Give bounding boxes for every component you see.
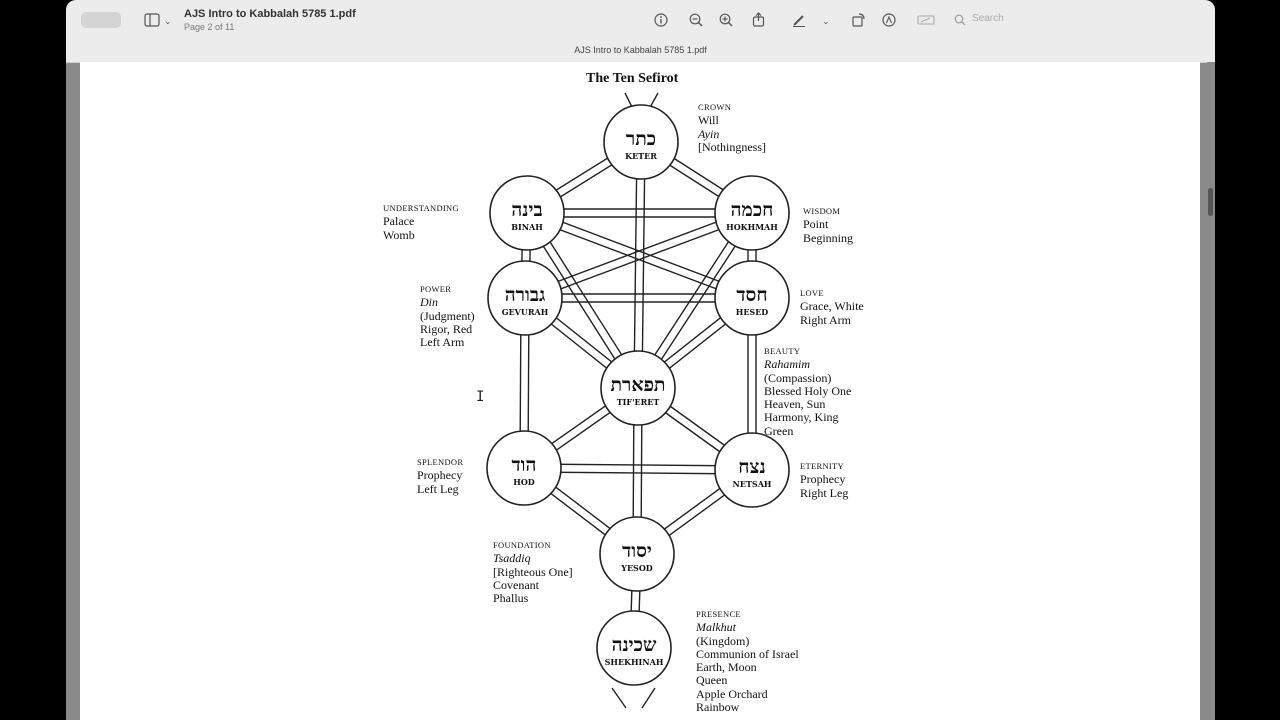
form-fill-icon[interactable]: [917, 14, 935, 26]
tree-path-line: [526, 216, 754, 303]
splendor-label: SPLENDOR Prophecy Left Leg: [417, 457, 464, 496]
sefirah-name: HOD: [513, 477, 535, 487]
sefirah-hebrew: יסוד: [622, 540, 652, 562]
eternity-label: ETERNITY Prophecy Right Leg: [800, 461, 849, 500]
tree-path-line: [524, 463, 753, 467]
scrollbar-thumb[interactable]: [1208, 188, 1213, 216]
scrollbar-track[interactable]: [1207, 62, 1215, 720]
share-icon[interactable]: [752, 12, 765, 27]
sefirah-hebrew: הוד: [512, 454, 537, 476]
sefirah-hebrew: שכינה: [612, 634, 657, 656]
page-indicator: Page 2 of 11: [184, 22, 235, 32]
zoom-in-icon[interactable]: [719, 13, 733, 27]
toolbar: ⌄ AJS Intro to Kabbalah 5785 1.pdf Page …: [66, 0, 1215, 40]
window-controls-button[interactable]: [81, 12, 121, 28]
tree-path-line: [641, 142, 646, 389]
zoom-out-icon[interactable]: [689, 13, 703, 27]
sefirah-name: SHEKHINAH: [605, 657, 664, 667]
search-input[interactable]: Search: [972, 13, 1004, 24]
document-subtitle: AJS Intro to Kabbalah 5785 1.pdf: [574, 45, 707, 55]
crown-label: CROWN Will Ayin [Nothingness]: [698, 102, 766, 154]
tree-path-line: [523, 471, 752, 475]
sidebar-toggle-icon[interactable]: [144, 13, 160, 27]
tree-path-line: [523, 208, 751, 295]
sefirah-hebrew: בינה: [511, 199, 542, 221]
search-icon[interactable]: [954, 14, 968, 26]
document-title: AJS Intro to Kabbalah 5785 1.pdf: [184, 8, 356, 20]
love-label: LOVE Grace, White Right Arm: [800, 288, 864, 327]
tree-path-line: [611, 687, 627, 709]
diagram-title: The Ten Sefirot: [586, 71, 679, 86]
tree-path-line: [528, 208, 754, 295]
tree-path-line: [633, 141, 638, 388]
rotate-icon[interactable]: [851, 13, 865, 27]
wisdom-label: WISDOM Point Beginning: [803, 206, 853, 245]
understanding-label: UNDERSTANDING Palace Womb: [383, 203, 459, 242]
sefirah-name: HESED: [736, 307, 769, 317]
sefirah-hebrew: חסד: [736, 284, 767, 306]
sefirah-name: KETER: [625, 151, 657, 161]
sefirah-name: TIF'ERET: [617, 397, 660, 407]
power-label: POWER Din (Judgment) Rigor, Red Left Arm: [420, 284, 475, 350]
sefirah-hebrew: כתר: [626, 128, 656, 150]
sefirah-name: GEVURAH: [502, 307, 549, 317]
sefirah-name: BINAH: [511, 222, 543, 232]
chevron-down-icon[interactable]: ⌄: [164, 16, 172, 26]
presence-label: PRESENCE Malkhut (Kingdom) Communion of …: [696, 609, 799, 715]
chevron-down-icon[interactable]: ⌄: [822, 16, 830, 26]
sefirah-hebrew: חכמה: [731, 199, 774, 221]
info-icon[interactable]: [654, 13, 668, 27]
sefirah-hebrew: גבורה: [505, 284, 546, 306]
markup-pen-icon[interactable]: [792, 13, 806, 27]
sefirah-name: HOKHMAH: [726, 222, 778, 232]
sefirah-name: NETSAH: [733, 479, 772, 489]
sefirah-hebrew: תפארת: [610, 374, 665, 396]
sefirah-hebrew: נצח: [738, 456, 765, 478]
tree-path-line: [641, 687, 656, 709]
annotate-icon[interactable]: [882, 13, 896, 27]
beauty-label: BEAUTY Rahamim (Compassion) Blessed Holy…: [764, 346, 852, 438]
foundation-label: FOUNDATION Tsaddiq [Righteous One] Coven…: [493, 540, 573, 606]
text-cursor-icon: I: [476, 389, 485, 405]
sefirah-name: YESOD: [620, 563, 653, 573]
